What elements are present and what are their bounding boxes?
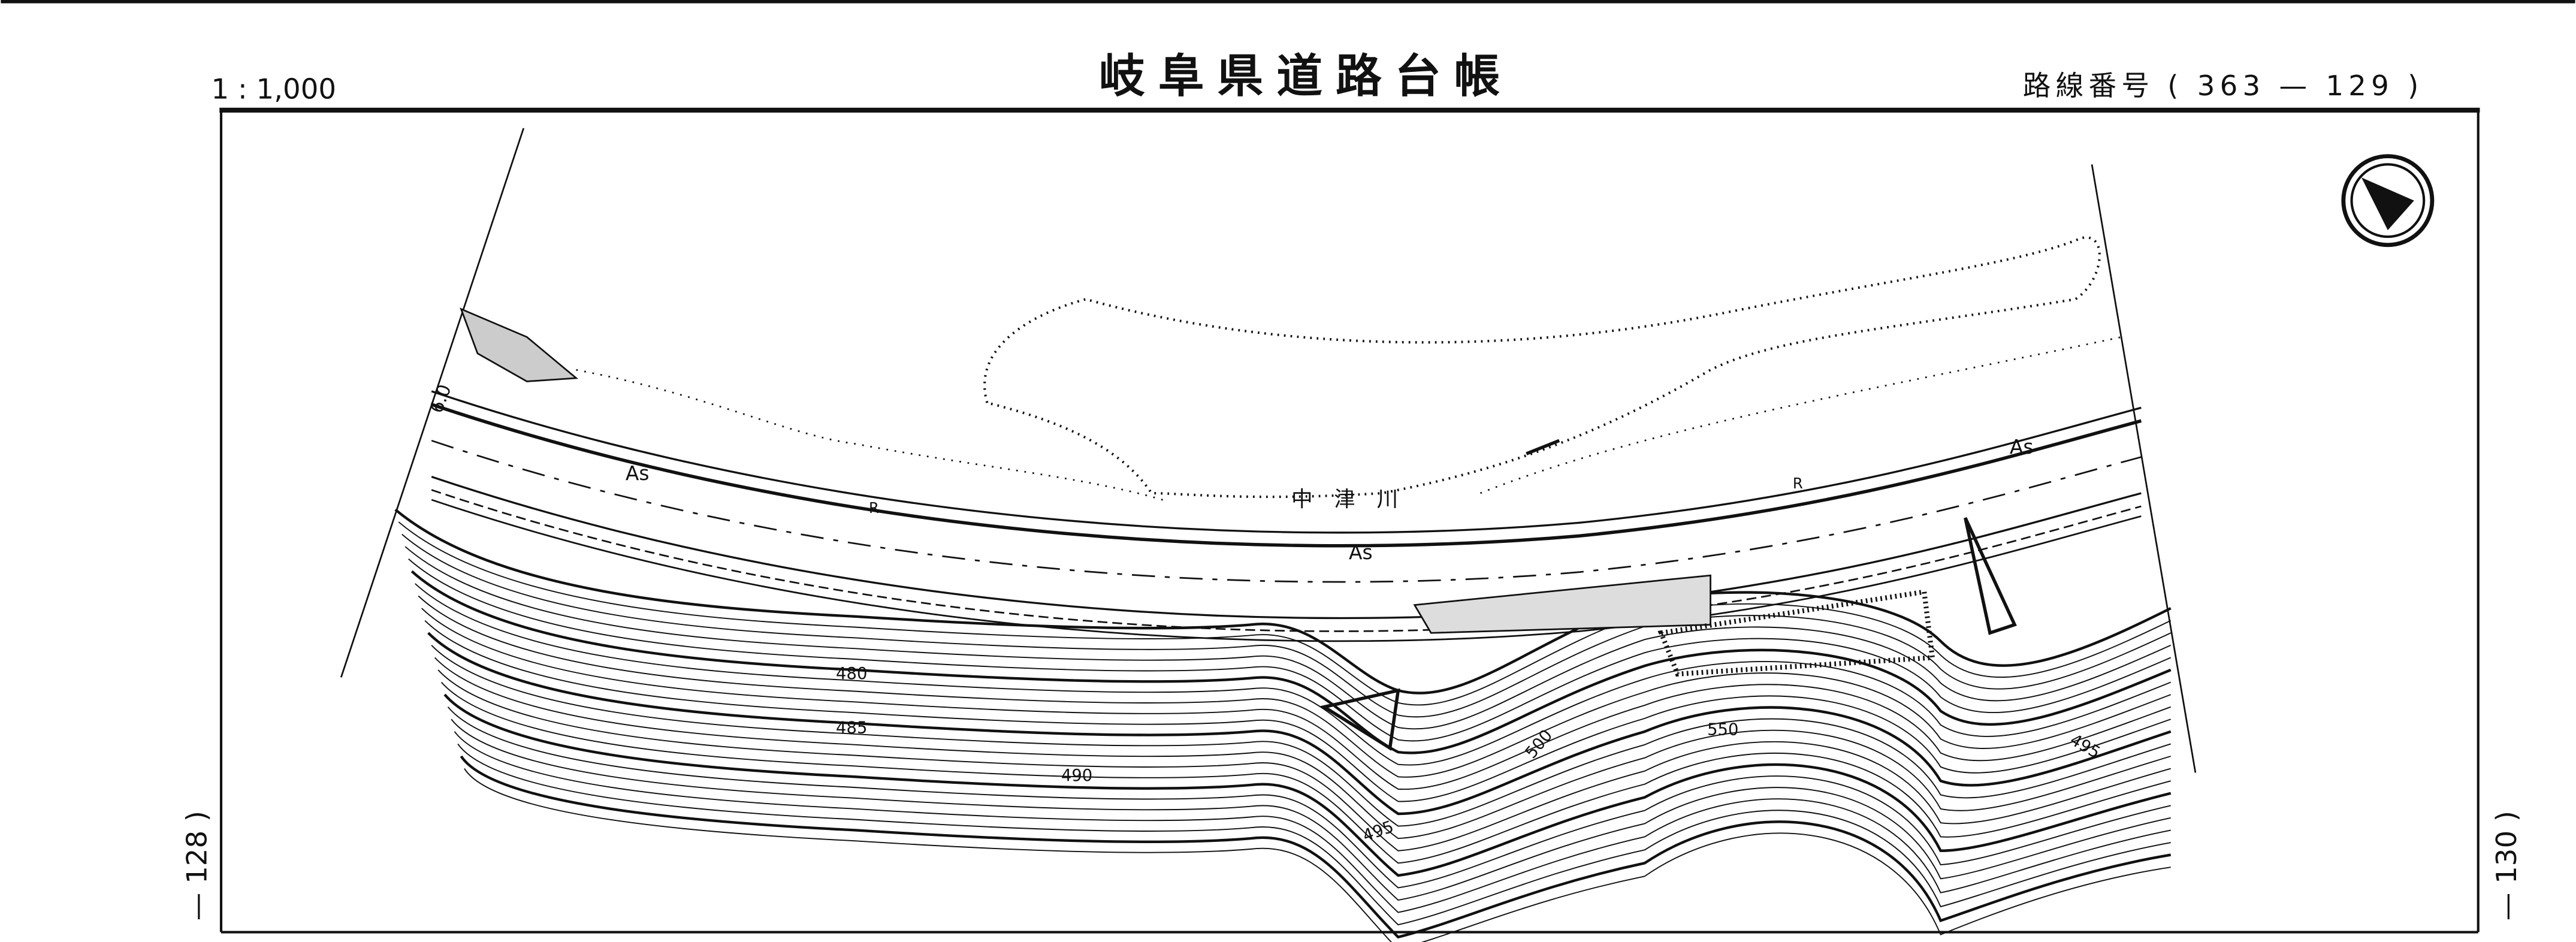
- retaining-wall: [1413, 574, 1711, 634]
- road-edge: [431, 390, 2142, 534]
- page-title: 岐阜県道路台帳: [1099, 50, 1513, 104]
- revetment-line: [431, 403, 2142, 548]
- riverbank: [576, 336, 2122, 503]
- river-name: 中 津 川: [1291, 487, 1398, 512]
- contour-lines: [394, 508, 2172, 942]
- contour-line: [460, 755, 2172, 939]
- contour-label: 485: [836, 719, 867, 738]
- start-cut-line: [340, 128, 525, 678]
- contour-label: 550: [1707, 720, 1738, 739]
- contour-line: [398, 521, 2172, 706]
- flow-arrow-icon: [1526, 439, 1560, 455]
- contour-line: [451, 718, 2171, 901]
- surface-label: As: [1349, 541, 1373, 564]
- contour-line: [415, 583, 2172, 766]
- contour-line: [454, 731, 2171, 913]
- retaining-wall: [460, 307, 579, 382]
- contour-line: [447, 707, 2171, 889]
- slope: [1319, 688, 1400, 751]
- surface-label: As: [2010, 435, 2034, 458]
- next-sheet-label: — 130 ): [2490, 811, 2523, 920]
- contour-label: 500: [1522, 726, 1556, 762]
- end-cut-line: [2091, 164, 2197, 773]
- surface-label: As: [626, 461, 650, 485]
- revetment-label: R: [869, 499, 879, 517]
- contour-line: [418, 595, 2172, 778]
- route-label: 路線番号: [2023, 70, 2154, 102]
- contour-line: [424, 620, 2172, 802]
- scale-label: 1 : 1,000: [212, 73, 337, 105]
- contour-line: [437, 669, 2171, 852]
- slope: [1964, 517, 2017, 635]
- contour-label: 480: [836, 665, 867, 683]
- shoulder-line: [431, 499, 2142, 642]
- contour-line: [440, 681, 2171, 864]
- contour-line: [434, 657, 2172, 840]
- contour-label: 490: [1061, 766, 1092, 785]
- slope: [1657, 588, 1935, 677]
- contour-line: [431, 645, 2172, 827]
- revetment-label: R: [1793, 475, 1803, 492]
- route-number: ( 363 — 129 ): [2167, 70, 2423, 102]
- contour-line: [394, 508, 2172, 695]
- contour-line: [404, 546, 2172, 730]
- prev-sheet-label: — 128 ): [180, 811, 213, 920]
- contour-line: [457, 743, 2171, 926]
- contour-line: [464, 768, 2171, 942]
- contour-line: [410, 570, 2172, 754]
- contour-line: [421, 608, 2172, 790]
- contour-line: [401, 533, 2172, 718]
- contour-line: [427, 632, 2172, 816]
- contour-line: [443, 693, 2172, 877]
- contour-line: [408, 558, 2172, 742]
- contour-label: 495: [2067, 730, 2103, 762]
- centerline: [431, 439, 2142, 583]
- river-sandbar: [983, 236, 2101, 499]
- north-arrow-icon: [2341, 154, 2435, 247]
